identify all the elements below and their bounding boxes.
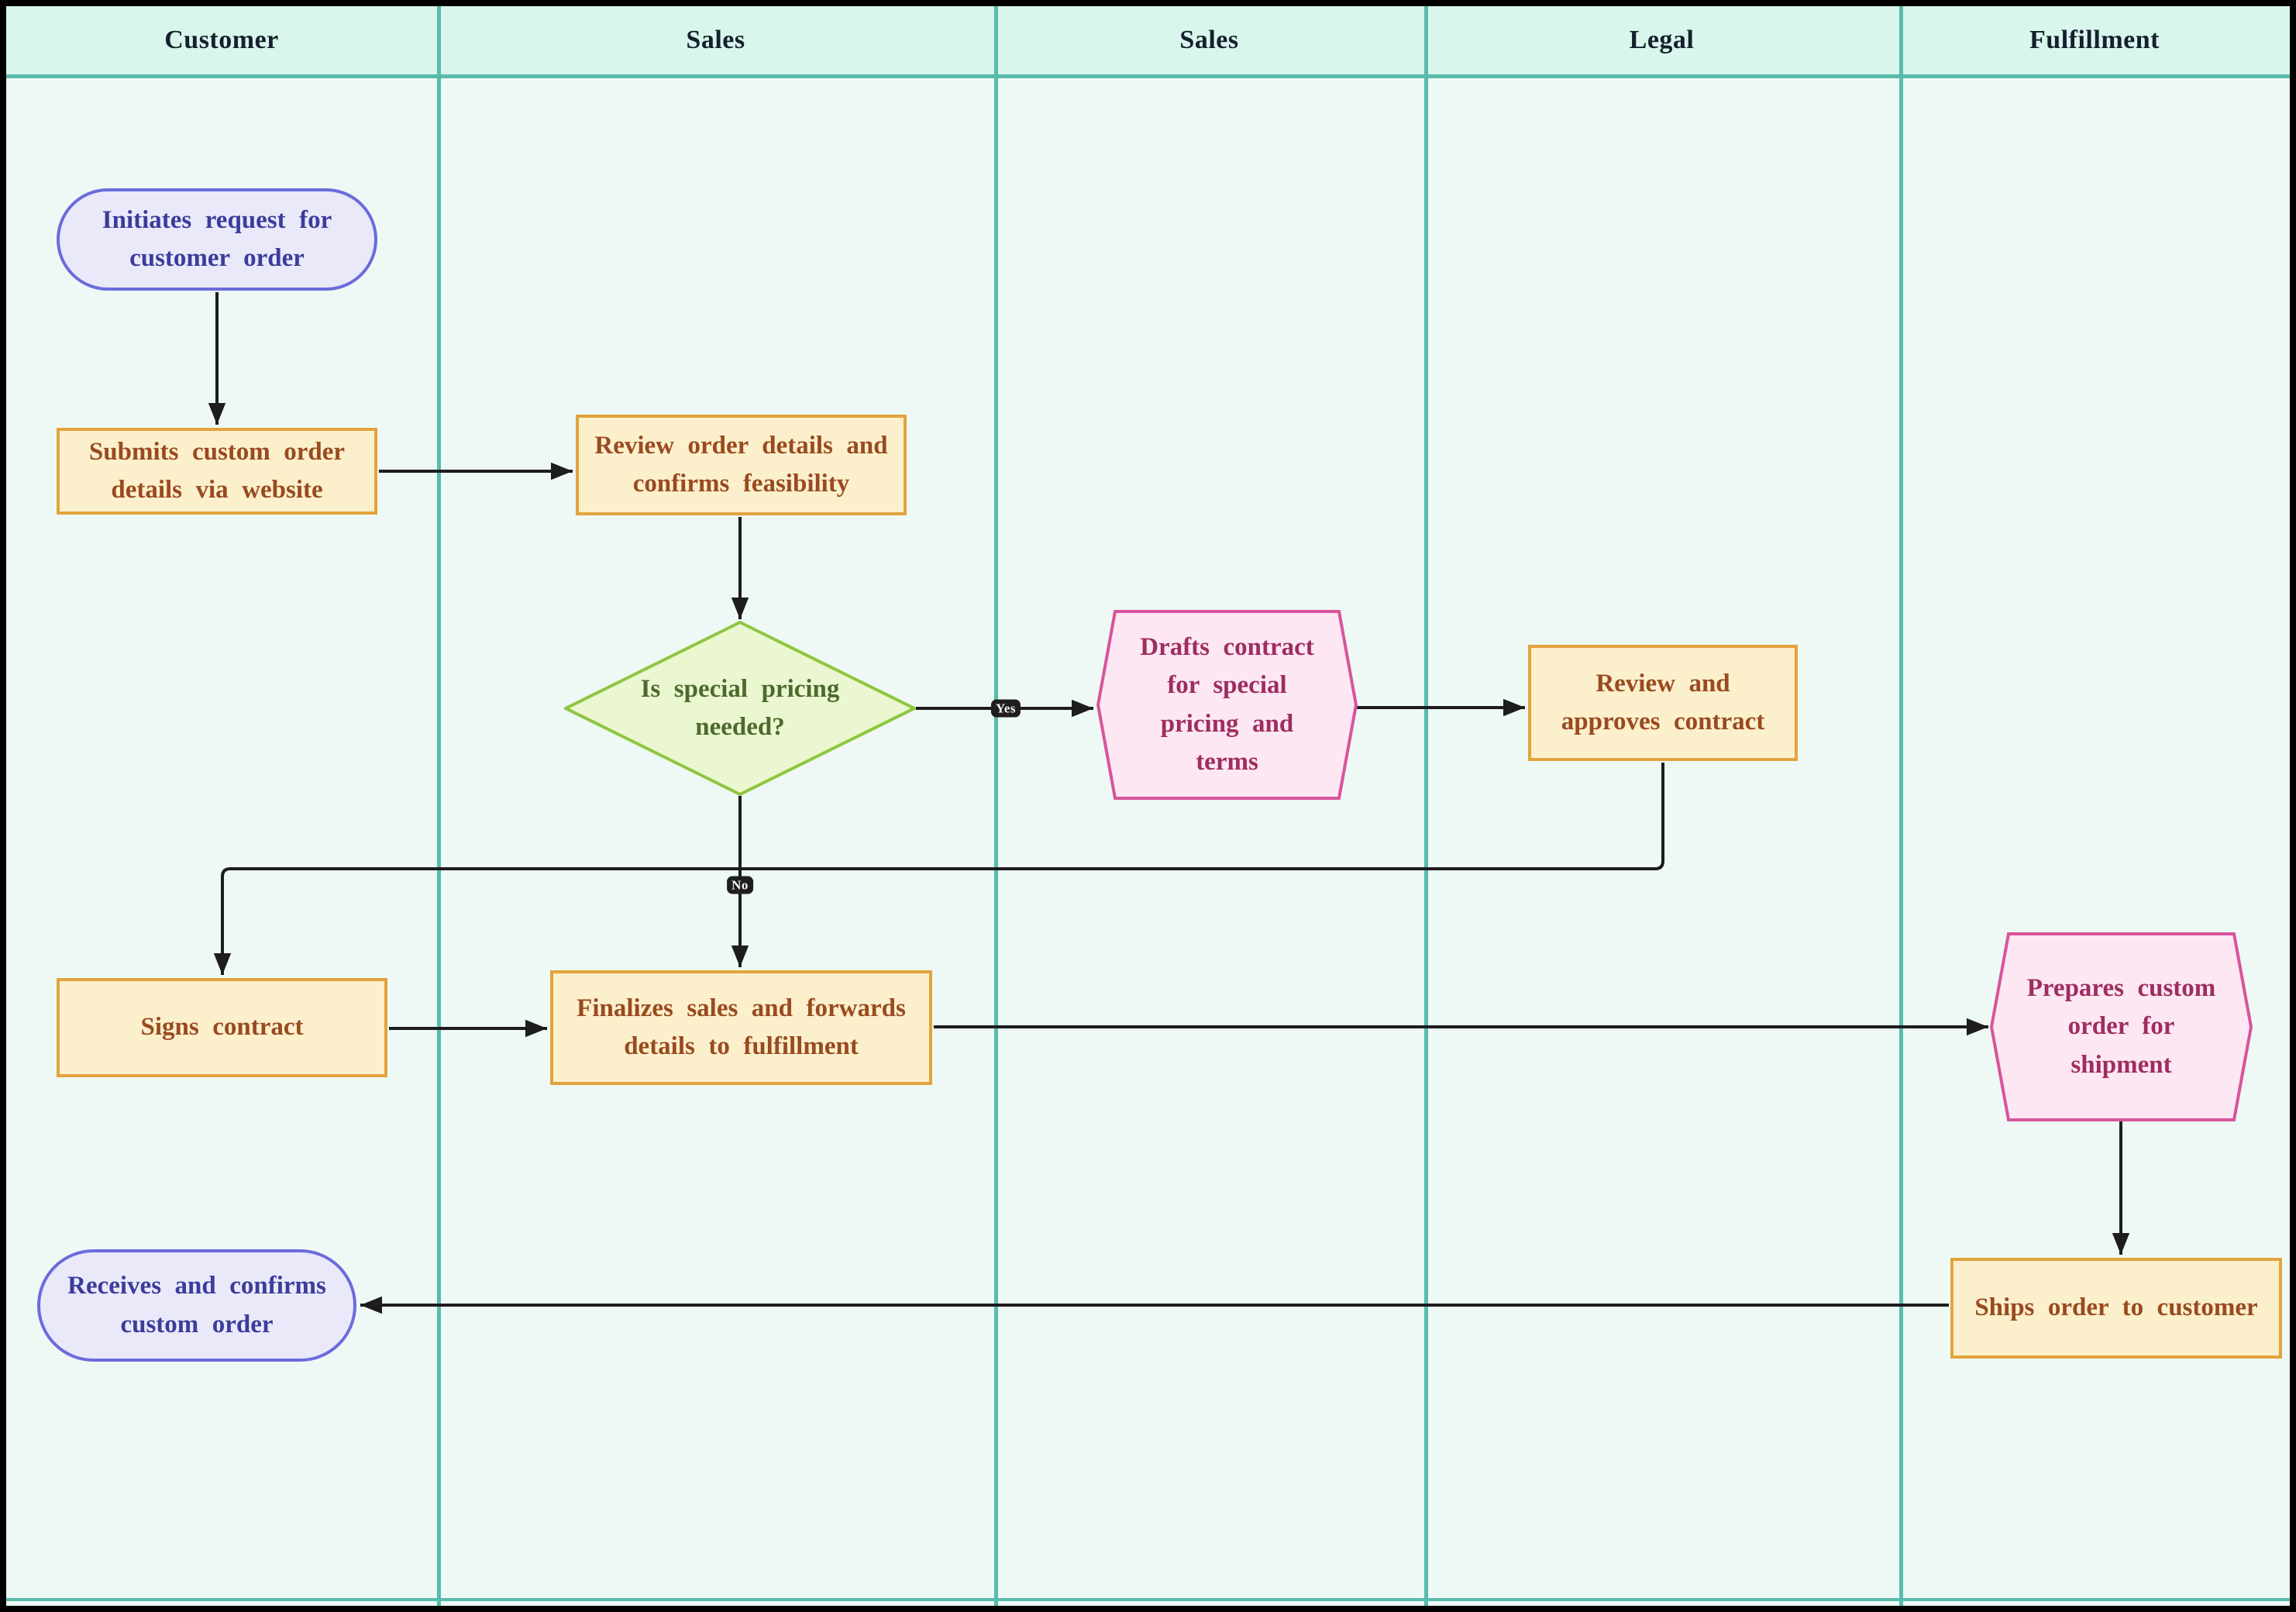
lane-header-sales-2: Sales: [994, 6, 1424, 78]
hexagon-shape: [1096, 610, 1358, 800]
node-finalizes-sales: Finalizes sales and forwards details to …: [550, 970, 932, 1085]
node-approves-contract: Review and approves contract: [1528, 645, 1798, 761]
lane-header-fulfillment: Fulfillment: [1899, 6, 2290, 78]
node-receives-order: Receives and confirms custom order: [37, 1249, 356, 1362]
node-ships-order: Ships order to customer: [1950, 1258, 2282, 1359]
lane-header-customer: Customer: [6, 6, 437, 78]
node-label: Ships order to customer: [1974, 1293, 2258, 1322]
lane-header-legal: Legal: [1424, 6, 1899, 78]
node-signs-contract: Signs contract: [57, 978, 387, 1077]
node-prepares-shipment: Prepares custom order for shipment: [1990, 932, 2253, 1121]
node-label: Signs contract: [140, 1013, 304, 1042]
lane-divider: [1899, 6, 1903, 1606]
node-review-details: Review order details and confirms feasib…: [576, 415, 907, 515]
edge-label-no: No: [727, 876, 753, 894]
node-submits-order: Submits custom order details via website: [57, 428, 377, 515]
node-label: Prepares custom order for shipment: [2026, 973, 2216, 1079]
node-initiates-request: Initiates request for customer order: [57, 188, 377, 291]
lane-divider: [437, 6, 441, 1606]
node-label: Is special pricing needed?: [640, 674, 840, 742]
node-label: Review and approves contract: [1561, 669, 1765, 736]
node-label: Review order details and confirms feasib…: [594, 431, 888, 498]
node-label: Drafts contract for special pricing and …: [1140, 632, 1314, 777]
node-label: Receives and confirms custom order: [67, 1272, 326, 1338]
node-label: Initiates request for customer order: [102, 205, 332, 273]
edge-label-yes: Yes: [990, 699, 1021, 718]
diamond-shape: [564, 621, 916, 796]
lane-divider: [1424, 6, 1428, 1606]
lane-bottom-border: [6, 1598, 2290, 1601]
lane-header-sales-1: Sales: [437, 6, 994, 78]
node-drafts-contract: Drafts contract for special pricing and …: [1096, 610, 1358, 800]
hexagon-shape: [1990, 932, 2253, 1121]
node-label: Finalizes sales and forwards details to …: [577, 994, 906, 1061]
node-pricing-decision: Is special pricing needed?: [564, 621, 916, 796]
node-label: Submits custom order details via website: [88, 437, 346, 505]
lane-divider: [994, 6, 998, 1606]
